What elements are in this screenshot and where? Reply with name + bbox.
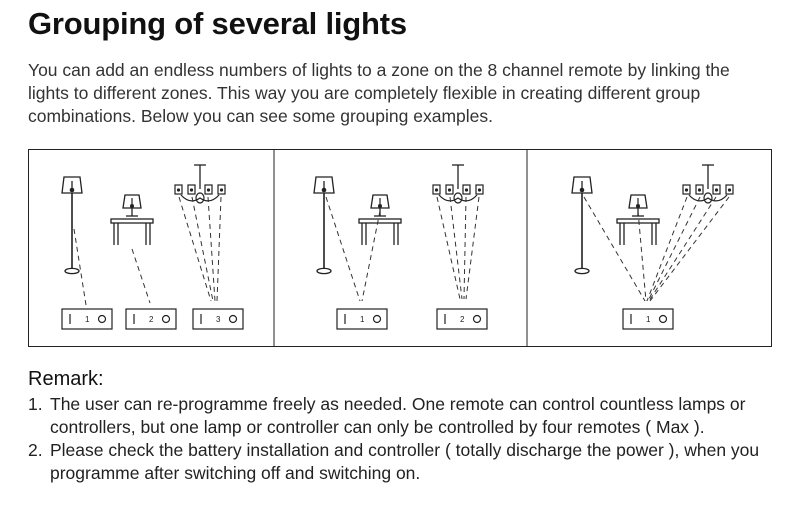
remote-switch-1: 1: [336, 308, 388, 330]
remote-switch-2: 2: [125, 308, 177, 330]
switch-number: 3: [216, 315, 221, 324]
grouping-diagram-svg: 1 2 3: [28, 149, 772, 347]
switch-number: 2: [460, 315, 465, 324]
remark-list: 1. The user can re-programme freely as n…: [28, 393, 768, 485]
switch-number: 1: [646, 315, 651, 324]
remark-item-number: 2.: [28, 440, 43, 460]
table-lamp-icon: [358, 194, 402, 246]
remote-switch-1: 1: [61, 308, 113, 330]
page-title: Grouping of several lights: [28, 6, 407, 41]
remote-switch-2: 2: [436, 308, 488, 330]
switch-number: 1: [360, 315, 365, 324]
floor-lamp-icon: [313, 176, 335, 275]
remark-heading: Remark:: [28, 368, 104, 390]
chandelier-icon: [174, 164, 226, 204]
table-lamp-icon: [110, 194, 154, 246]
remark-item: 1. The user can re-programme freely as n…: [28, 393, 768, 439]
switch-number: 2: [149, 315, 154, 324]
chandelier-icon: [432, 164, 484, 204]
panel-1: 1 2 3: [61, 164, 244, 330]
switch-number: 1: [85, 315, 90, 324]
remark-item: 2. Please check the battery installation…: [28, 439, 768, 485]
remark-item-number: 1.: [28, 394, 43, 414]
remark-item-text: The user can re-programme freely as need…: [50, 394, 746, 437]
remote-switch-1: 1: [622, 308, 674, 330]
grouping-diagram: 1 2 3: [28, 149, 772, 347]
chandelier-icon: [682, 164, 734, 204]
diagram-frame: [28, 149, 772, 347]
panel-3: 1: [571, 164, 734, 330]
panel-2: 1 2: [313, 164, 488, 330]
floor-lamp-icon: [571, 176, 593, 275]
table-lamp-icon: [616, 194, 660, 246]
remark-item-text: Please check the battery installation an…: [50, 440, 760, 483]
remote-switch-3: 3: [192, 308, 244, 330]
intro-paragraph: You can add an endless numbers of lights…: [28, 60, 730, 126]
